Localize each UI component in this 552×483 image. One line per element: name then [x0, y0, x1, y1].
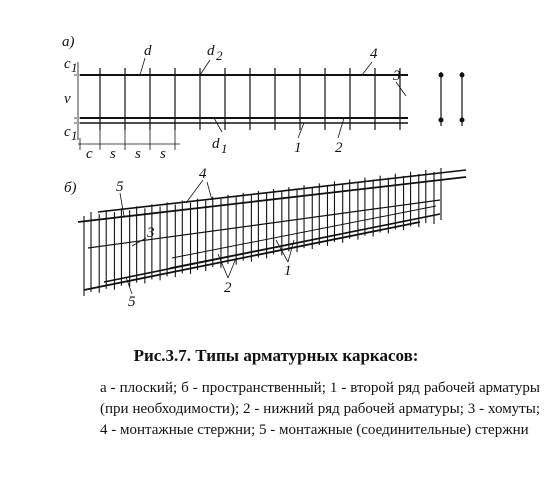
flat-cage — [74, 57, 465, 150]
spatial-cage-stirrups — [83, 168, 442, 296]
figure-caption-title: Рис.3.7. Типы арматурных каркасов: — [133, 346, 419, 365]
reinforcement-cage-diagram: а) d d 2 4 3 d 1 1 2 v c 1 c 1 c s s s — [62, 34, 467, 310]
figure-caption-legend: а - плоский; б - пространственный; 1 - в… — [100, 380, 540, 438]
label-c1-bottom-sub: 1 — [71, 128, 78, 143]
flat-cage-stirrups — [99, 68, 401, 130]
label-d: d — [144, 43, 152, 59]
label-c1-top: c — [64, 56, 71, 72]
spatial-cage — [77, 168, 467, 296]
spatial-cage-labels: б) 5 3 4 5 2 1 — [64, 166, 292, 310]
label-s-3: s — [160, 146, 166, 162]
bottom-bar-front — [83, 221, 421, 291]
label-2: 2 — [335, 140, 343, 156]
top-bar-front — [77, 176, 467, 223]
label-3: 3 — [392, 68, 401, 84]
label-5-bottom: 5 — [128, 294, 136, 310]
label-1-spatial: 1 — [284, 263, 292, 279]
bottom-bar-inner — [169, 215, 431, 269]
label-c1-bottom: c — [64, 124, 71, 140]
label-c1-top-sub: 1 — [71, 60, 78, 75]
label-4-spatial: 4 — [199, 166, 207, 182]
label-5-top: 5 — [116, 179, 124, 195]
label-s-2: s — [135, 146, 141, 162]
label-s-1: s — [110, 146, 116, 162]
part-b-label: б) — [64, 180, 77, 196]
flat-cage-cross-section — [438, 72, 465, 126]
flat-cage-labels: а) d d 2 4 3 d 1 1 2 v c 1 c 1 c s s s — [62, 34, 401, 162]
label-d2-sub: 2 — [216, 48, 223, 63]
middle-bar — [87, 199, 441, 249]
part-a-label: а) — [62, 34, 75, 50]
label-d1: d — [212, 136, 220, 152]
label-4: 4 — [370, 46, 378, 62]
label-1: 1 — [294, 140, 302, 156]
label-3-spatial: 3 — [146, 225, 155, 241]
label-v: v — [64, 91, 71, 107]
top-bar-back — [97, 169, 467, 213]
label-2-spatial: 2 — [224, 280, 232, 296]
label-d1-sub: 1 — [221, 141, 228, 156]
label-d2: d — [207, 43, 215, 59]
label-c: c — [86, 146, 93, 162]
